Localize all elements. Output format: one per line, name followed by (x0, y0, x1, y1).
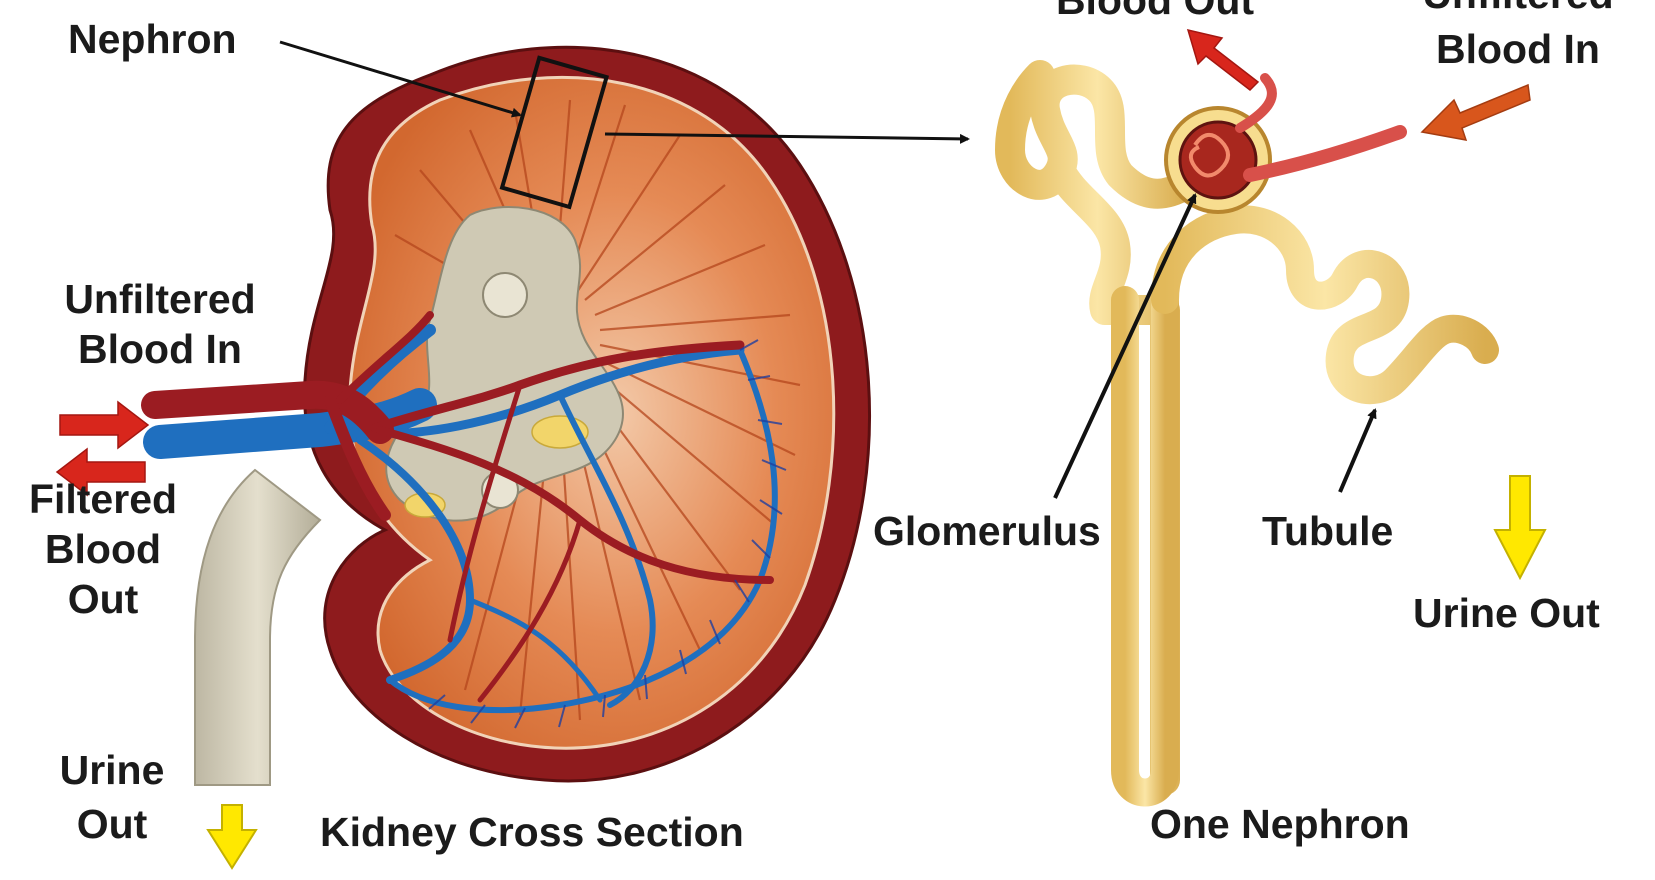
unfiltered-blood-in-label-line1: Unfiltered (64, 276, 255, 322)
unfiltered-blood-in-arrow (60, 402, 148, 448)
unfiltered-blood-in-label-line2: Blood In (78, 326, 242, 372)
unfiltered-blood-in-arrow-right (1422, 85, 1530, 140)
nephron-callout-label: Nephron (68, 16, 237, 62)
tubule-label: Tubule (1262, 508, 1393, 554)
urine-out-left-label-line1: Urine (60, 747, 165, 793)
blood-out-arrow (1188, 30, 1258, 90)
afferent-arteriole (1250, 132, 1400, 175)
filtered-blood-out-label-line2: Blood (45, 526, 161, 572)
kidney-cross-section (155, 47, 870, 785)
glomerulus-label: Glomerulus (873, 508, 1101, 554)
kidney-cross-section-caption: Kidney Cross Section (320, 809, 744, 855)
distal-tubule (1165, 219, 1485, 390)
urine-out-arrow-right (1495, 476, 1545, 578)
filtered-blood-out-label-line1: Filtered (29, 476, 177, 522)
urine-out-left-label-line2: Out (77, 801, 148, 847)
unfiltered-blood-in-right-label-line1: Unfiltered (1422, 0, 1613, 17)
unfiltered-blood-in-right-label-line2: Blood In (1436, 26, 1600, 72)
urine-out-right-label: Urine Out (1413, 590, 1600, 636)
one-nephron-caption: One Nephron (1150, 801, 1410, 847)
ureter (195, 470, 320, 785)
urine-out-arrow-left (208, 805, 256, 868)
tubule-pointer-line (1340, 410, 1375, 492)
blood-out-label: Blood Out (1056, 0, 1254, 23)
filtered-blood-out-label-line3: Out (68, 576, 139, 622)
